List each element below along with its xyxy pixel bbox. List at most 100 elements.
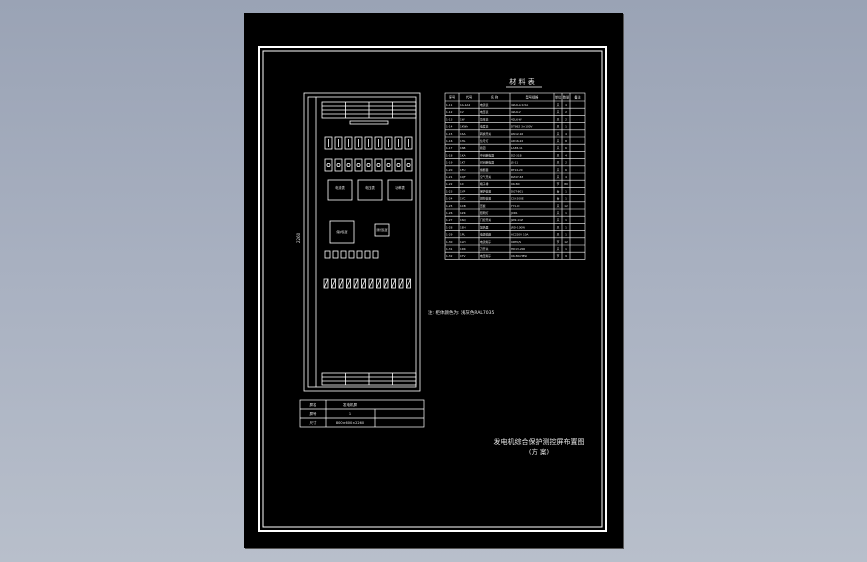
parts-table-cell: 1-22 [446,182,453,186]
parts-table-cell: YY1-D [511,204,519,208]
parts-table-cell: 测控装置 [480,197,491,201]
panel-meter-label: 电压表 [365,185,375,190]
parts-table-cell: 1-11 [446,103,453,107]
parts-table-cell: 1-16 [446,139,453,143]
title-block-value: 1 [349,412,351,416]
parts-table-cell: 6 [565,146,567,150]
color-note: 注: 柜体颜色为: 浅灰色RAL7035 [428,309,495,316]
parts-table-cell: 4 [565,103,567,107]
panel-meter [387,179,413,201]
parts-table-cell: 只 [557,117,560,121]
cabinet-height-dimension: 2260 [296,232,301,243]
link-plate [338,278,344,289]
parts-table-cell: 按钮 [480,146,486,150]
indicator-unit [324,158,333,172]
parts-table-cell: 1-14 [446,125,453,129]
parts-table-cell: 1KWh [460,125,468,129]
control-module [348,250,355,259]
parts-table-cell: 压板 [480,204,486,208]
parts-table-header-cell: 数量 [563,95,570,100]
relay-unit [329,220,355,244]
parts-table-title: 材 料 表 [509,77,534,86]
parts-table-cell: 1EH [460,225,466,229]
parts-table-cell: 9 [565,254,567,258]
parts-table-cell: 节 [557,240,560,244]
parts-table-cell: 空气开关 [480,175,491,179]
control-module [332,250,339,259]
parts-table-cell: 只 [557,139,560,143]
parts-table-cell: 1-29 [446,233,453,237]
link-plate [376,278,381,289]
indicator-unit [344,158,353,172]
parts-table-header-cell: 单位 [555,95,562,100]
parts-table-cell: 台 [557,189,560,193]
parts-table-cell: 12 [564,240,568,244]
link-plate [361,278,366,289]
parts-table-cell: URTK/S [511,240,521,244]
parts-table-cell: 42L6-V [511,110,521,114]
parts-table-cell: 只 [557,103,560,107]
title-block-outline [299,399,425,428]
parts-table-cell: LA38-11 [511,146,523,150]
indicator-unit [374,158,383,172]
switch [384,136,393,150]
switch [404,136,413,150]
parts-table-cell: 1-25 [446,204,453,208]
parts-table-cell: 只 [557,218,560,222]
parts-table-cell: CSI-200E [511,197,524,201]
relay-unit [374,223,390,237]
parts-table-header-cell: 序号 [449,95,455,100]
parts-table-cell: AD16-22 [511,139,523,143]
indicator-unit [394,158,403,172]
parts-table-cell: 只 [557,153,560,157]
indicator-unit [354,158,363,172]
parts-table-cell: 1HL [460,139,466,143]
inner-frame [262,50,603,528]
parts-table-cell: 只 [557,132,560,136]
cabinet-door [307,96,417,388]
parts-table-cell: 台 [557,197,560,201]
parts-table-cell: 电流端子 [480,240,491,244]
parts-table-cell: 信号灯 [480,139,489,143]
parts-table-cell: 电度表 [480,125,489,129]
parts-table-cell: UK-5N [511,182,519,186]
parts-table-cell: 1SA [460,132,466,136]
title-block-value: 发电机屏 [343,402,357,407]
parts-table-cell: 4 [565,175,567,179]
parts-table-cell: 1FU [460,168,465,172]
parts-table-cell: 1 [565,197,567,201]
parts-table-header-cell: 备注 [574,95,581,100]
parts-table-cell: 只 [557,233,560,237]
relay-unit-label: 测控装置 [376,228,387,232]
parts-table-cell: 只 [557,211,560,215]
cabinet-outline [303,92,421,392]
control-module [356,250,363,259]
parts-table-cell: 2 [565,117,567,121]
panel-meter-label: 功率表 [395,185,405,190]
parts-table-cell: 1-21 [446,175,453,179]
parts-table-cell: 只 [557,110,560,114]
control-module [364,250,371,259]
parts-table-cell: 1LH [460,240,465,244]
parts-table-header-cell: 名 称 [491,95,499,100]
parts-table-cell: AC220V 10A [511,233,529,237]
parts-table-cell: RT14-20 [511,168,523,172]
link-plate [331,278,336,289]
parts-table-cell: 1 [565,233,567,237]
switch [364,136,373,150]
parts-table-cell: 端子排 [480,182,489,186]
parts-table-cell: 照明灯 [480,211,489,215]
parts-table-cell: 只 [557,204,560,208]
parts-table-cell: 1 [565,218,567,222]
parts-table-cell: 1-27 [446,218,453,222]
parts-table-cell: 1X [460,182,464,186]
parts-table-cell: 只 [557,247,560,251]
parts-table-cell: 1-18 [446,153,453,157]
parts-table-cell: 1-19 [446,161,453,165]
parts-table-cell: 中间继电器 [480,153,494,157]
parts-table-cell: DZ-31B [511,153,522,157]
parts-table-cell: 电源插座 [480,233,491,237]
parts-table-cell: LW12-16 [511,132,523,136]
parts-table-cell: 只 [557,146,560,150]
